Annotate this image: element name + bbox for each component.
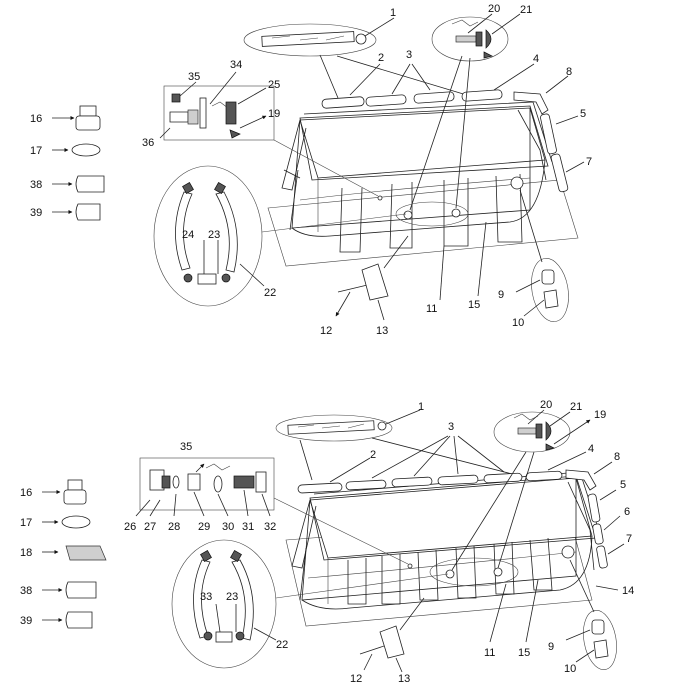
label-2: 2 [370, 449, 376, 461]
label-5: 5 [620, 479, 626, 491]
label-8: 8 [614, 451, 620, 463]
label-19: 19 [268, 108, 280, 120]
connector-callout [395, 201, 469, 227]
label-6: 6 [624, 506, 630, 518]
accessory-38 [52, 175, 105, 193]
pool-legs [291, 481, 595, 605]
label-32: 32 [264, 521, 276, 533]
label-35: 35 [188, 71, 200, 83]
part-1-callout: 1 [275, 401, 424, 442]
part-20-21-callout [431, 16, 509, 62]
drain-plug-callout [583, 610, 617, 670]
label-11: 11 [426, 303, 437, 315]
label-17: 17 [30, 145, 42, 157]
label-31: 31 [242, 521, 254, 533]
label-10: 10 [564, 663, 576, 675]
label-30: 30 [222, 521, 234, 533]
label-12: 12 [320, 325, 332, 337]
label-15: 15 [468, 299, 480, 311]
accessory-39 [52, 203, 101, 221]
label-7: 7 [586, 156, 592, 168]
label-17: 17 [20, 517, 32, 529]
label-1: 1 [390, 7, 396, 19]
drain-plug-callout [531, 258, 569, 322]
label-3: 3 [406, 49, 412, 61]
label-11: 11 [484, 647, 495, 659]
accessory-16 [42, 479, 87, 505]
strainer-parts-box [139, 457, 275, 511]
pool-liner [291, 107, 546, 237]
part-20-21-callout [493, 411, 571, 453]
label-10: 10 [512, 317, 524, 329]
label-19: 19 [594, 409, 606, 421]
label-16: 16 [20, 487, 32, 499]
label-1: 1 [418, 401, 424, 413]
accessory-17 [52, 143, 101, 157]
part-1-callout: 1 [243, 7, 396, 57]
label-18: 18 [20, 547, 32, 559]
hose-callout [171, 539, 277, 669]
label-12: 12 [350, 673, 362, 683]
diagram-a: 1 2 3 4 8 5 7 20 21 [30, 3, 592, 337]
label-29: 29 [198, 521, 210, 533]
ground-cloth [267, 179, 579, 267]
label-3: 3 [448, 421, 454, 433]
label-4: 4 [588, 443, 594, 455]
label-27: 27 [144, 521, 156, 533]
corner-and-leg-parts [513, 91, 569, 193]
top-rail-tubes [297, 470, 563, 494]
label-20: 20 [488, 3, 500, 15]
drain-valve [510, 176, 524, 190]
accessory-39 [42, 611, 93, 629]
label-9: 9 [498, 289, 504, 301]
label-38: 38 [30, 179, 42, 191]
connector-callout [429, 557, 519, 587]
label-9: 9 [548, 641, 554, 653]
accessory-17 [42, 515, 91, 529]
label-21: 21 [570, 401, 582, 413]
top-rail-tubes [321, 89, 503, 109]
part-12-13 [359, 625, 405, 659]
label-39: 39 [30, 207, 42, 219]
label-38: 38 [20, 585, 32, 597]
drain-valve [561, 545, 575, 559]
accessory-38 [42, 581, 97, 599]
label-4: 4 [533, 53, 539, 65]
label-22: 22 [276, 639, 288, 651]
diagram-b: 1 2 3 4 8 5 6 7 14 20 [20, 399, 634, 683]
accessory-16 [52, 105, 101, 131]
label-28: 28 [168, 521, 180, 533]
label-39: 39 [20, 615, 32, 627]
hose-callout [153, 165, 263, 307]
plunger-valve-box [163, 85, 275, 141]
label-23: 23 [208, 229, 220, 241]
label-15: 15 [518, 647, 530, 659]
label-16: 16 [30, 113, 42, 125]
label-35: 35 [180, 441, 192, 453]
label-23: 23 [226, 591, 238, 603]
label-13: 13 [398, 673, 410, 683]
label-14: 14 [622, 585, 634, 597]
label-20: 20 [540, 399, 552, 411]
label-8: 8 [566, 66, 572, 78]
label-2: 2 [378, 52, 384, 64]
label-33: 33 [200, 591, 212, 603]
label-25: 25 [268, 79, 280, 91]
accessory-18 [42, 545, 107, 561]
label-13: 13 [376, 325, 388, 337]
label-7: 7 [626, 533, 632, 545]
label-5: 5 [580, 108, 586, 120]
label-36: 36 [142, 137, 154, 149]
label-26: 26 [124, 521, 136, 533]
label-21: 21 [520, 4, 532, 16]
part-12-13 [337, 263, 389, 301]
label-34: 34 [230, 59, 242, 71]
pool-liner [301, 477, 593, 610]
label-24: 24 [182, 229, 194, 241]
corner-and-leg-parts [565, 469, 608, 569]
label-22: 22 [264, 287, 276, 299]
